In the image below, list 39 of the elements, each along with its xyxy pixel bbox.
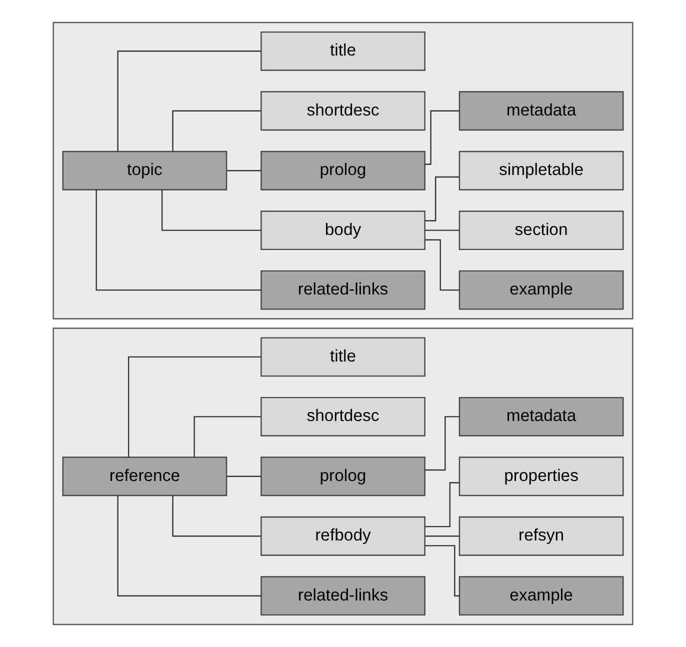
node-box: title (260, 337, 426, 377)
connector (172, 496, 261, 537)
node-box: shortdesc (260, 91, 426, 131)
node-box: refbody (260, 516, 426, 556)
connector (425, 545, 460, 596)
connector (227, 170, 261, 172)
connector (425, 230, 460, 231)
connector (128, 356, 262, 458)
node-box: metadata (458, 91, 624, 131)
cluster (52, 22, 634, 320)
node-box: title (260, 31, 426, 71)
connector (227, 476, 261, 477)
connector (161, 190, 261, 231)
connector (425, 482, 460, 528)
connector (425, 536, 460, 537)
node-box: simpletable (458, 150, 624, 190)
node-box: shortdesc (260, 396, 426, 436)
connector (425, 110, 460, 165)
connector (194, 416, 261, 458)
connector (96, 190, 261, 291)
node-box: metadata (458, 396, 624, 436)
node-box: reference (62, 456, 228, 496)
node-box: related-links (260, 270, 426, 310)
connector (424, 176, 460, 222)
node-box: related-links (260, 576, 426, 616)
node-box: section (458, 210, 624, 250)
connector (117, 496, 262, 596)
node-box: example (458, 270, 624, 310)
node-box: properties (458, 456, 624, 496)
node-box: body (260, 210, 426, 250)
node-box: prolog (260, 150, 426, 190)
cluster (52, 328, 634, 626)
connector (117, 50, 262, 152)
connector (172, 110, 261, 152)
node-box: topic (62, 150, 228, 190)
node-box: example (458, 576, 624, 616)
node-box: prolog (260, 456, 426, 496)
connector (425, 239, 460, 291)
node-box: refsyn (458, 516, 624, 556)
